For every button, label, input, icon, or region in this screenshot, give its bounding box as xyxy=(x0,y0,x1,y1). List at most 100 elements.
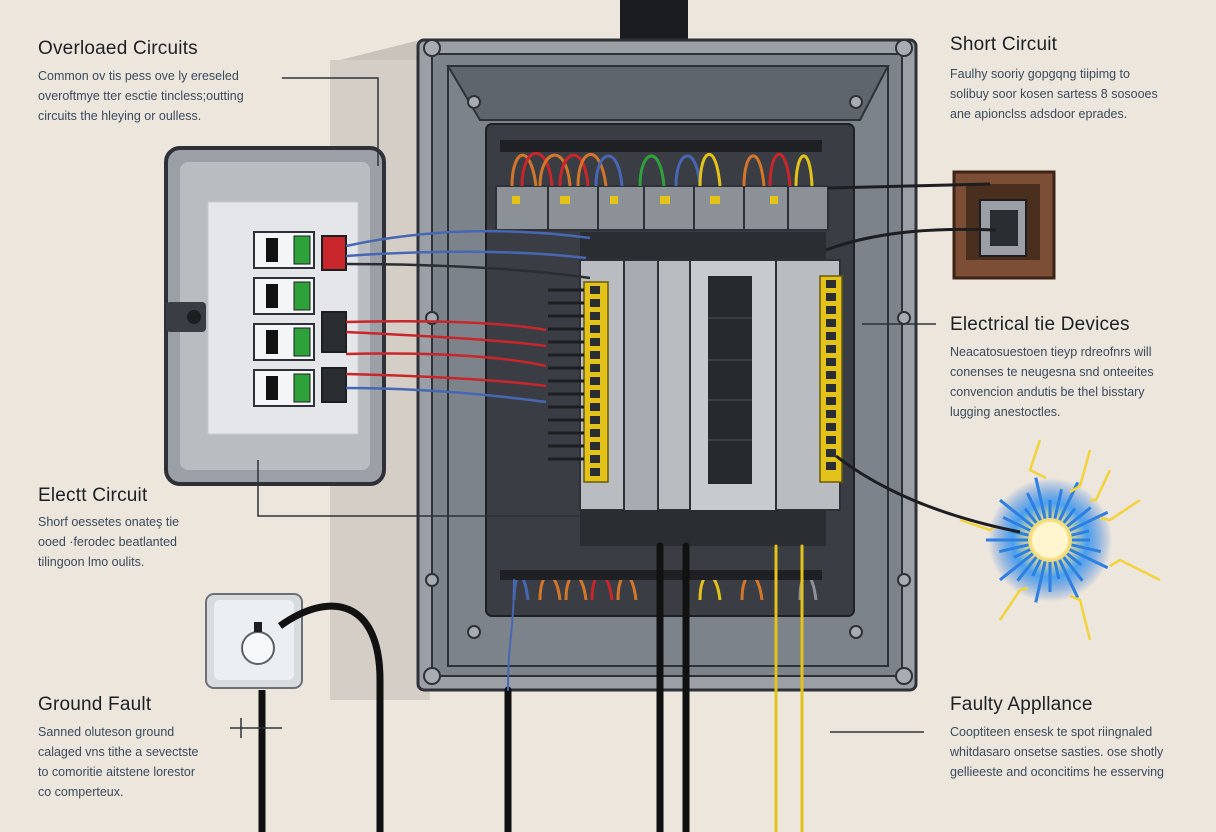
spark-bolt xyxy=(1069,594,1092,641)
spark-bolt xyxy=(1099,498,1141,522)
spark-icon xyxy=(959,439,1161,641)
terminal-screw xyxy=(826,280,836,288)
electt-circuit-title: Electt Circuit xyxy=(38,485,148,506)
overloaded-title: Overloaed Circuits xyxy=(38,38,198,59)
top-breaker-row xyxy=(495,185,829,231)
breaker-box xyxy=(164,146,386,486)
terminal-screw xyxy=(826,384,836,392)
electrical-devices-line: Neacatosuestoen tieyp rdreofnrs will xyxy=(950,345,1152,359)
switch-toggle xyxy=(266,330,278,354)
spark-ray xyxy=(1031,559,1042,577)
ground-fault-line: calaged vns tithe a sevectste xyxy=(38,745,199,759)
top-terminal-strip xyxy=(500,140,822,152)
electt-circuit-line: Shorf oessetes onateş tie xyxy=(38,515,180,529)
spark-ray xyxy=(1034,477,1047,519)
terminal-screw xyxy=(826,397,836,405)
junction-wires xyxy=(825,182,997,252)
right-terminal-block xyxy=(819,275,843,483)
breaker-indicator xyxy=(293,281,311,311)
down-cables xyxy=(504,542,804,832)
overloaded-text: Common ov tis pess ove ly ereseled overo… xyxy=(38,66,244,126)
breaker-indicator xyxy=(293,235,311,265)
spark-ray xyxy=(1066,552,1083,567)
terminal-screw xyxy=(590,351,600,359)
short-circuit-line: solibuy soor kosen sartess 8 sosooes xyxy=(950,87,1158,101)
left-wire-comb xyxy=(548,288,584,461)
terminal-screw xyxy=(590,299,600,307)
top-wire-bundle xyxy=(510,151,814,187)
terminal-screw xyxy=(826,358,836,366)
outlet-cable xyxy=(277,602,384,832)
terminal-screw xyxy=(590,468,600,476)
electrical-devices-text: Neacatosuestoen tieyp rdreofnrs will con… xyxy=(950,342,1154,422)
leader-lines xyxy=(230,77,936,738)
terminal-screw xyxy=(826,449,836,457)
electt-circuit-line: ooed ·ferodec beatlanted xyxy=(38,535,177,549)
terminal-screw xyxy=(590,429,600,437)
spark-ray xyxy=(1053,488,1064,519)
short-circuit-line: ane apionclss adsdoor eprades. xyxy=(950,107,1128,121)
terminal-screw xyxy=(826,410,836,418)
terminal-screw xyxy=(590,455,600,463)
top-conduit xyxy=(620,0,688,40)
terminal-screw xyxy=(590,286,600,294)
latch-icon xyxy=(166,302,206,332)
spark-ray xyxy=(1066,506,1092,528)
spark-ray xyxy=(1034,561,1047,603)
spark-ray xyxy=(1062,556,1084,582)
ground-fault-line: co comperteux. xyxy=(38,785,124,799)
spark-ray xyxy=(1053,561,1061,580)
spark-ray xyxy=(998,543,1029,554)
panel-screws xyxy=(423,39,913,685)
short-circuit-text: Faulhy sooriy gopgqng tiipimg to solibuy… xyxy=(950,64,1158,124)
breaker-indicator xyxy=(293,327,311,357)
spark-ray xyxy=(1058,559,1080,599)
terminal-screw xyxy=(826,345,836,353)
terminal-screw xyxy=(590,403,600,411)
spark-wire xyxy=(835,454,1021,534)
terminal-screw xyxy=(826,306,836,314)
spark-ray xyxy=(1016,556,1038,582)
spark-ray xyxy=(1062,507,1077,524)
electrical-devices-line: conenses te neugesna snd onteeites xyxy=(950,365,1154,379)
spark-bolt xyxy=(1069,449,1092,494)
spark-ray xyxy=(1026,492,1042,521)
spark-bolt xyxy=(1090,469,1112,502)
faulty-appliance-title: Faulty Appllance xyxy=(950,694,1093,715)
spark-ray xyxy=(1002,516,1031,532)
spark-ray xyxy=(999,498,1034,528)
faulty-appliance-text: Cooptiteen ensesk te spot riingnaled whi… xyxy=(950,722,1164,782)
switch-toggle xyxy=(266,238,278,262)
terminal-screw xyxy=(826,371,836,379)
electt-circuit-line: tilingoon lmo oulits. xyxy=(38,555,145,569)
electrical-devices-title: Electrical tie Devices xyxy=(950,314,1130,335)
terminal-screw xyxy=(826,319,836,327)
short-circuit-line: Faulhy sooriy gopgqng tiipimg to xyxy=(950,67,1130,81)
terminal-screw xyxy=(590,338,600,346)
overloaded-line: Common ov tis pess ove ly ereseled xyxy=(38,69,239,83)
spark-ray xyxy=(1071,543,1102,554)
spark-bolt xyxy=(1028,439,1047,480)
ground-fault-line: to comoritie aitstene lorestor xyxy=(38,765,196,779)
breaker-indicator xyxy=(293,373,311,403)
faulty-appliance-line: gellieeste and oconcitims he esserving xyxy=(950,765,1165,779)
spark-bolt xyxy=(998,586,1029,621)
terminal-screw xyxy=(590,416,600,424)
overloaded-line: overoftmye tter esctie tincless;outting xyxy=(38,89,244,103)
short-circuit-title: Short Circuit xyxy=(950,34,1058,55)
terminal-screw xyxy=(590,390,600,398)
spark-ray xyxy=(1071,529,1090,537)
terminal-screw xyxy=(590,377,600,385)
terminal-screw xyxy=(826,462,836,470)
spark-ray xyxy=(999,552,1034,582)
terminal-screw xyxy=(590,442,600,450)
main-breaker-assembly xyxy=(579,232,841,546)
link-wires xyxy=(345,229,591,404)
ground-fault-text: Sanned oluteson ground calaged vns tithe… xyxy=(38,722,199,802)
terminal-screw xyxy=(590,312,600,320)
overloaded-line: circuits the hleying or oulless. xyxy=(38,109,202,123)
left-terminal-block xyxy=(583,281,609,483)
faulty-appliance-line: whitdasaro onsetse sasties. ose shotly xyxy=(950,745,1164,759)
ground-fault-title: Ground Fault xyxy=(38,694,152,715)
